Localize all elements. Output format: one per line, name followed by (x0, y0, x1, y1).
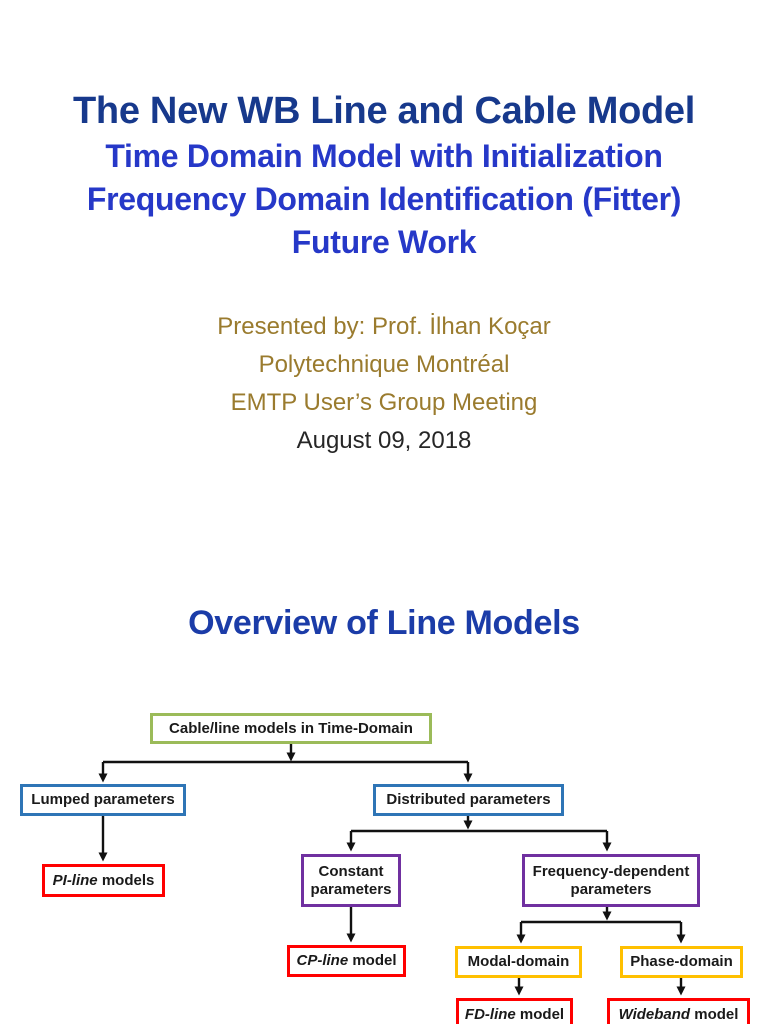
flowchart-node-constant-parameters: Constant parameters (301, 854, 401, 907)
node-label: Constant parameters (310, 862, 392, 898)
slide1-title-line-4: Future Work (291, 224, 477, 260)
node-label: models (97, 871, 155, 889)
node-label-italic: Wideband (618, 1006, 691, 1023)
node-label-italic: PI-line (52, 871, 98, 889)
node-label-italic: FD-line (464, 1006, 516, 1023)
flowchart-node-pi-line-models: PI-line models (42, 864, 165, 897)
slide1-title-line-1: The New WB Line and Cable Model (73, 90, 695, 132)
flowchart-node-wideband-model: Wideband model (607, 998, 750, 1024)
slide1-title-line-3: Frequency Domain Identification (Fitter) (86, 181, 682, 217)
node-label: Distributed parameters (386, 791, 551, 808)
flowchart-node-modal-domain: Modal-domain (455, 946, 582, 978)
node-label: Phase-domain (630, 953, 733, 970)
node-label: model (348, 952, 397, 969)
node-label: model (690, 1006, 739, 1023)
node-label: Cable/line models in Time-Domain (169, 719, 413, 737)
slide1-title: The New WB Line and Cable Model Time Dom… (0, 88, 768, 264)
slide1-subtitle: Presented by: Prof. İlhan Koçar Polytech… (0, 308, 768, 460)
slide1-title-line-2: Time Domain Model with Initialization (105, 138, 663, 174)
affiliation-line: Polytechnique Montréal (258, 351, 510, 378)
flowchart-node-fd-line-model: FD-line model (456, 998, 573, 1024)
date-line: August 09, 2018 (296, 427, 472, 454)
node-label: Frequency-dependent parameters (532, 862, 694, 898)
node-label: Lumped parameters (31, 791, 175, 808)
flowchart-node-cp-line-model: CP-line model (287, 945, 406, 977)
node-label: model (515, 1006, 565, 1023)
node-label-italic: CP-line (296, 952, 349, 969)
presenter-line: Presented by: Prof. İlhan Koçar (217, 313, 551, 340)
flowchart-node-frequency-dependent-parameters: Frequency-dependent parameters (522, 854, 700, 907)
flowchart-node-lumped-parameters: Lumped parameters (20, 784, 186, 816)
event-line: EMTP User’s Group Meeting (230, 389, 538, 416)
flowchart-node-phase-domain: Phase-domain (620, 946, 743, 978)
flowchart-node-distributed-parameters: Distributed parameters (373, 784, 564, 816)
node-label: Modal-domain (467, 953, 570, 970)
flowchart-node-cable-line-models: Cable/line models in Time-Domain (150, 713, 432, 744)
slide2-title: Overview of Line Models (188, 604, 580, 642)
